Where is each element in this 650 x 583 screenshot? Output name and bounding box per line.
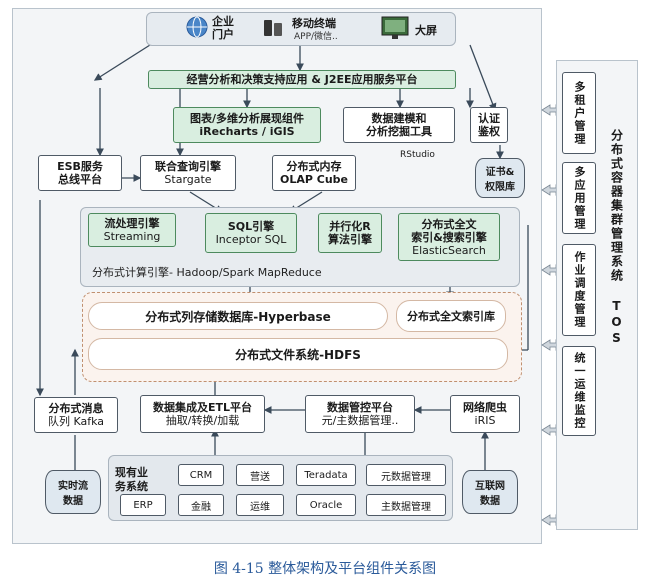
chart-component-title: 图表/多维分析展现组件 [189, 112, 305, 125]
crawler-title: 网络爬虫 [463, 401, 507, 414]
olap-sub: OLAP Cube [279, 173, 348, 186]
sql-engine-box: SQL引擎 Inceptor SQL [205, 213, 297, 253]
kafka-sub: 队列 Kafka [47, 415, 105, 428]
stream-title: 流处理引擎 [104, 217, 160, 230]
source-yingsong: 营送 [236, 464, 284, 486]
kafka-box: 分布式消息 队列 Kafka [34, 397, 118, 433]
hyperbase-layer: 分布式列存储数据库-Hyperbase [88, 302, 388, 330]
screen-icon [380, 15, 410, 41]
right-item-multi-app: 多应用管理 [562, 162, 596, 234]
source-metadata-mgmt: 元数据管理 [366, 464, 446, 486]
federated-query-title: 联合查询引擎 [155, 160, 221, 173]
source-crm: CRM [178, 464, 224, 486]
crawler-sub: iRIS [474, 414, 496, 427]
big-screen-label: 大屏 [415, 24, 437, 37]
source-oracle: Oracle [296, 494, 356, 516]
crawler-box: 网络爬虫 iRIS [450, 395, 520, 433]
esb-title: ESB服务 [57, 160, 103, 173]
chart-component-sub: iRecharts / iGIS [199, 125, 295, 138]
esb-sub: 总线平台 [58, 173, 102, 186]
source-systems-title: 现有业 务系统 [115, 466, 148, 493]
etl-sub: 抽取/转换/加载 [165, 414, 240, 427]
rstudio-label: RStudio [400, 150, 435, 160]
federated-query-sub: Stargate [164, 173, 212, 186]
stream-engine-box: 流处理引擎 Streaming [88, 213, 176, 247]
governance-title: 数据管控平台 [327, 401, 393, 414]
parallel-sub: 算法引擎 [328, 233, 372, 246]
right-item-ops-monitoring: 统一运维监控 [562, 346, 596, 436]
stream-sub: Streaming [103, 230, 161, 243]
source-finance: 金融 [178, 494, 224, 516]
data-mining-sub: 分析挖掘工具 [366, 125, 432, 138]
etl-title: 数据集成及ETL平台 [152, 401, 253, 414]
search-engine-box: 分布式全文 索引&搜索引擎 ElasticSearch [398, 213, 500, 261]
tos-label: 分布式容器集群管理系统 TOS [609, 129, 624, 347]
parallel-title: 并行化R [329, 220, 371, 233]
federated-query-box: 联合查询引擎 Stargate [140, 155, 236, 191]
olap-title: 分布式内存 [286, 160, 342, 173]
right-item-multi-tenant: 多租户管理 [562, 72, 596, 154]
governance-box: 数据管控平台 元/主数据管理.. [305, 395, 415, 433]
source-master-data-mgmt: 主数据管理 [366, 494, 446, 516]
esb-box: ESB服务 总线平台 [38, 155, 122, 191]
application-platform-bar: 经营分析和决策支持应用 & J2EE应用服务平台 [148, 70, 456, 89]
search-sub: ElasticSearch [412, 243, 486, 257]
fulltext-index-layer: 分布式全文索引库 [396, 300, 506, 332]
mobile-terminal-label: 移动终端 [292, 17, 336, 30]
mobile-terminal-sub: APP/微信.. [294, 32, 338, 42]
internet-data-cylinder: 互联网 数据 [462, 470, 518, 514]
search-title: 分布式全文 [421, 217, 477, 231]
sql-sub: Inceptor SQL [215, 233, 287, 246]
mobile-icon [262, 17, 284, 39]
right-item-job-scheduling: 作业调度管理 [562, 244, 596, 336]
sql-title: SQL引擎 [227, 220, 275, 233]
auth-box: 认证 鉴权 [470, 107, 508, 143]
olap-cube-box: 分布式内存 OLAP Cube [272, 155, 356, 191]
hdfs-layer: 分布式文件系统-HDFS [88, 338, 508, 370]
search-mid: 索引&搜索引擎 [411, 230, 487, 244]
portal-icon [185, 15, 209, 41]
governance-sub: 元/主数据管理.. [321, 414, 399, 427]
etl-box: 数据集成及ETL平台 抽取/转换/加载 [140, 395, 265, 433]
cert-store-cylinder: 证书& 权限库 [475, 158, 525, 198]
data-mining-box: 数据建模和 分析挖掘工具 [343, 107, 455, 143]
chart-component-box: 图表/多维分析展现组件 iRecharts / iGIS [173, 107, 321, 143]
figure-caption: 图 4-15 整体架构及平台组件关系图 [213, 561, 437, 577]
realtime-data-cylinder: 实时流 数据 [45, 470, 101, 514]
parallel-r-box: 并行化R 算法引擎 [318, 213, 382, 253]
source-operations: 运维 [236, 494, 284, 516]
enterprise-portal-label: 企业 门户 [212, 15, 234, 41]
source-teradata: Teradata [296, 464, 356, 486]
kafka-title: 分布式消息 [48, 402, 104, 415]
data-mining-title: 数据建模和 [371, 112, 427, 125]
source-erp: ERP [120, 494, 166, 516]
compute-engine-label: 分布式计算引擎- Hadoop/Spark MapReduce [92, 266, 322, 279]
